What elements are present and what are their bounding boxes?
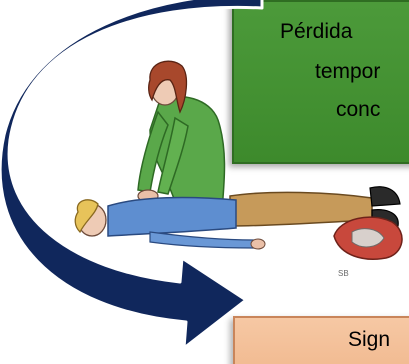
patient-torso	[108, 198, 236, 236]
patient-arm	[150, 232, 254, 248]
signature-mark: SB	[338, 269, 349, 278]
patient-shoe-top	[370, 187, 400, 206]
patient-hand	[251, 239, 265, 249]
